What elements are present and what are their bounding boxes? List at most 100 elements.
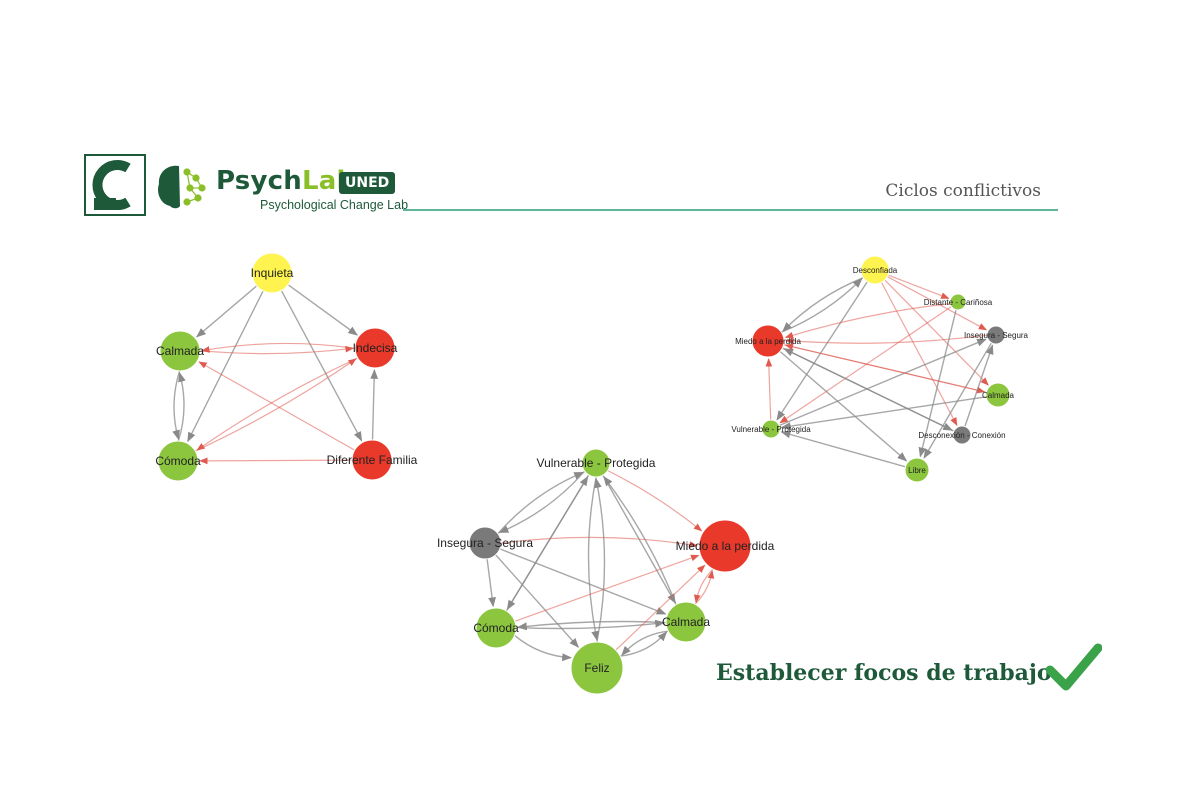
network-3-node-label: Libre (908, 466, 926, 475)
network-1-node-circle (159, 330, 201, 372)
network-2-edge (621, 630, 669, 656)
network-2-edge (495, 554, 579, 648)
network-1-node-label: Calmada (156, 344, 204, 358)
brand-logo: PsychLab UNED Psychological Change Lab (84, 154, 408, 218)
network-3-edge (964, 344, 994, 427)
network-3-node-circle (904, 457, 930, 483)
network-2-node-circle (475, 607, 517, 649)
network-2-edge (593, 478, 606, 643)
network-3-edge (783, 344, 986, 394)
page-title: Ciclos conflictivos (885, 181, 1041, 201)
network-1-edge (370, 369, 379, 441)
network-1-edge (201, 342, 356, 353)
network-1-node-circle (157, 440, 199, 482)
network-1-node-circle (351, 439, 393, 481)
network-3-edge (782, 277, 864, 332)
network-2-node: Vulnerable - Protegida (537, 448, 656, 478)
network-3-edge (784, 343, 987, 393)
network-1-edge (196, 357, 358, 451)
network-2-edge (517, 620, 667, 631)
network-1-node: Inquieta (251, 252, 294, 294)
network-2-edge (603, 476, 677, 605)
network-2-edge (694, 570, 715, 605)
network-3-edge (779, 306, 952, 424)
network-2-edge (486, 558, 496, 608)
network-3-edge (923, 342, 993, 459)
network-1-edge (199, 345, 354, 355)
network-1-edge (195, 358, 357, 452)
network-3-edge (918, 309, 957, 458)
network-2-node-label: Insegura - Segura (437, 536, 533, 550)
network-2-node-label: Vulnerable - Protegida (537, 456, 656, 470)
network-2-node-circle (581, 448, 611, 478)
network-1-edge (280, 290, 363, 442)
brand-name-main: Psych (216, 166, 302, 196)
network-3-edge (779, 338, 987, 427)
network-3-edge (765, 358, 773, 421)
network-3-edge (784, 303, 951, 339)
network-3-edge (783, 348, 955, 432)
network-3-node-label: Insegura - Segura (964, 331, 1029, 340)
network-1-edge (198, 361, 355, 451)
network-3-edge (887, 274, 950, 299)
network-3-node-circle (949, 293, 967, 311)
network-2-edge (505, 475, 589, 612)
network-2-edge (498, 470, 586, 534)
network-3-edge (880, 282, 958, 427)
network-1-edge (196, 285, 258, 338)
network-2-node-label: Feliz (584, 661, 609, 675)
network-3-node: Vulnerable - Protegida (731, 419, 811, 439)
network-2-node-circle (468, 526, 502, 560)
brand-badge: UNED (339, 172, 396, 194)
network-2-edge (514, 634, 572, 662)
network-2-node: Insegura - Segura (437, 526, 533, 560)
network-2-node: Cómoda (473, 607, 519, 649)
network-3-node-circle (860, 255, 890, 285)
network-3-node: Libre (904, 457, 930, 483)
network-1-edge (199, 457, 353, 465)
network-2-node: Feliz (570, 641, 624, 695)
header-divider (403, 209, 1058, 211)
network-2-edge (620, 631, 668, 657)
network-3-node-label: Calmada (982, 391, 1015, 400)
network-3-node-label: Desconexión - Conexión (918, 431, 1005, 440)
network-3-node: Calmada (982, 382, 1015, 408)
brain-network-icon (158, 165, 206, 209)
network-3-edge (782, 347, 953, 431)
brand-subtitle: Psychological Change Lab (260, 198, 409, 212)
network-2-edge (602, 474, 676, 604)
network-3-node-circle (952, 425, 972, 445)
network-1-edge (287, 284, 358, 336)
network-3-edge (785, 334, 988, 345)
network-3-node: Insegura - Segura (964, 325, 1029, 345)
network-3-node-label: Distante - Cariñosa (924, 298, 993, 307)
network-2-node-label: Miedo a la perdida (676, 539, 775, 553)
caption-text: Establecer focos de trabajo (716, 660, 1052, 686)
network-3-node: Desconexión - Conexión (918, 425, 1006, 445)
network-2-node-circle (570, 641, 624, 695)
network-1-edge (177, 372, 186, 442)
network-2-edge (615, 564, 706, 651)
network-3-edge (781, 278, 863, 333)
network-2-edge (693, 568, 714, 604)
network-2-node-label: Cómoda (473, 621, 519, 635)
network-1-node: Cómoda (155, 440, 201, 482)
brand-name: PsychLab (216, 166, 355, 196)
network-1-node-label: Cómoda (155, 454, 201, 468)
network-3-node: Distante - Cariñosa (924, 293, 993, 311)
network-3-edge (887, 276, 988, 331)
network-3-node: Desconfiada (853, 255, 898, 285)
network-3-node-label: Vulnerable - Protegida (731, 425, 811, 434)
network-3-node-circle (986, 325, 1006, 345)
network-2-edge (506, 474, 590, 611)
network-2-node-circle (665, 601, 707, 643)
network-3-node-label: Miedo a la perdida (735, 337, 801, 346)
checkmark-icon (1046, 643, 1102, 691)
network-2-node: Miedo a la perdida (676, 519, 775, 573)
network-2-node-circle (698, 519, 752, 573)
network-1-node-label: Indecisa (353, 341, 398, 355)
network-3-edge (779, 350, 908, 462)
network-2-edge (500, 536, 698, 548)
network-3-edge (780, 396, 987, 430)
network-2-node-label: Calmada (662, 615, 710, 629)
